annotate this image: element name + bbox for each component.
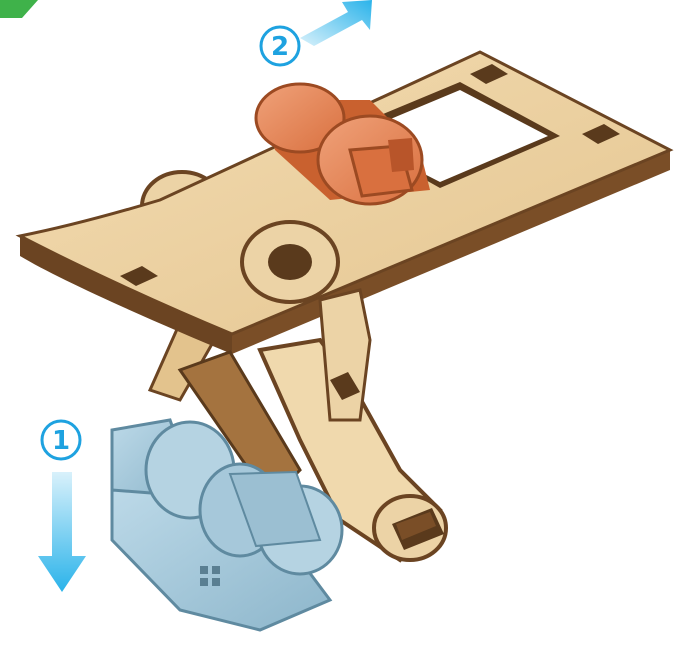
step-number-2: 2 bbox=[271, 32, 289, 62]
step-number-1: 1 bbox=[52, 426, 70, 456]
corner-tab bbox=[0, 0, 38, 18]
arrow-up-right-icon bbox=[300, 0, 372, 46]
arrow-down-icon bbox=[38, 472, 86, 592]
step-badge-2: 2 bbox=[261, 27, 299, 65]
front-pivot bbox=[242, 222, 338, 302]
step-badge-1: 1 bbox=[42, 421, 80, 459]
